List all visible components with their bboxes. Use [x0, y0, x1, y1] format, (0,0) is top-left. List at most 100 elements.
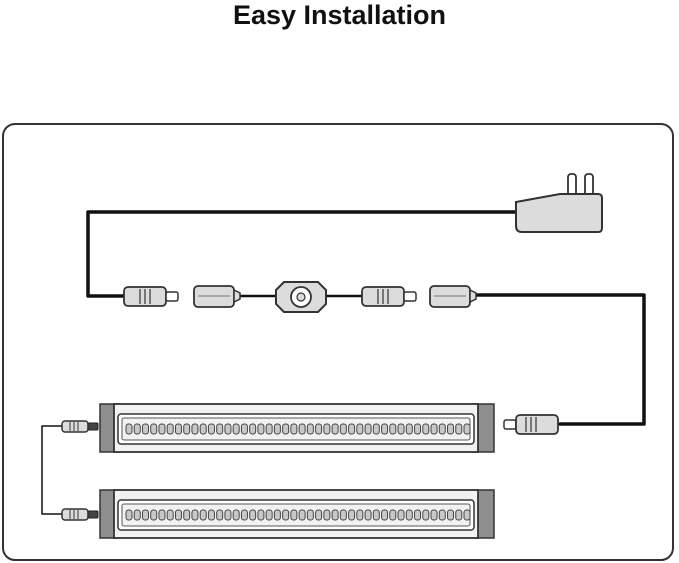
- adapter-cable: [86, 210, 518, 298]
- led-chip: [199, 509, 207, 521]
- page-title: Easy Installation: [232, 0, 447, 30]
- led-chip: [414, 423, 422, 435]
- led-chip: [183, 509, 191, 521]
- led-chip: [405, 423, 413, 435]
- adapter-prong-left: [567, 173, 577, 197]
- led-chip: [463, 509, 471, 521]
- led-chip: [282, 423, 290, 435]
- led-chip: [125, 423, 133, 435]
- led-chip: [331, 509, 339, 521]
- led-chip: [339, 509, 347, 521]
- led-chip: [315, 423, 323, 435]
- led-chip: [282, 509, 290, 521]
- led-chip: [150, 423, 158, 435]
- led-chip: [447, 509, 455, 521]
- led-chip: [150, 509, 158, 521]
- led-chip: [224, 423, 232, 435]
- led-chip: [249, 423, 257, 435]
- dc-male-plug: [361, 286, 417, 307]
- led-chip: [166, 423, 174, 435]
- adapter-prong-right: [584, 173, 594, 197]
- led-chip: [315, 509, 323, 521]
- led-chip: [240, 509, 248, 521]
- link-plug-bottom: [61, 508, 99, 521]
- led-chip: [422, 423, 430, 435]
- led-chip: [381, 423, 389, 435]
- led-chip: [306, 423, 314, 435]
- led-chip: [141, 423, 149, 435]
- led-chip: [397, 509, 405, 521]
- led-chip: [405, 509, 413, 521]
- led-chip: [348, 509, 356, 521]
- led-chip: [158, 509, 166, 521]
- led-chip: [306, 509, 314, 521]
- led-chip: [372, 509, 380, 521]
- power-adapter: [515, 173, 603, 233]
- bar-feed-cable: [470, 293, 646, 426]
- led-chip: [257, 423, 265, 435]
- led-chip: [216, 509, 224, 521]
- led-chip: [191, 509, 199, 521]
- led-chip: [323, 509, 331, 521]
- led-chip: [158, 423, 166, 435]
- led-chip: [265, 423, 273, 435]
- led-chip: [455, 423, 463, 435]
- dc-female-socket: [193, 285, 241, 308]
- led-chip: [174, 509, 182, 521]
- led-bar: [99, 403, 495, 453]
- led-chip: [339, 423, 347, 435]
- led-chip: [249, 509, 257, 521]
- dc-male-plug: [123, 286, 179, 307]
- led-chip: [125, 509, 133, 521]
- adapter-body: [515, 193, 603, 233]
- led-chip: [372, 423, 380, 435]
- led-chip: [133, 509, 141, 521]
- led-chip: [273, 423, 281, 435]
- led-chip: [290, 509, 298, 521]
- led-chip: [240, 423, 248, 435]
- led-chip: [174, 423, 182, 435]
- led-chip: [364, 423, 372, 435]
- led-chip: [207, 509, 215, 521]
- led-chip: [199, 423, 207, 435]
- led-chip: [191, 423, 199, 435]
- led-chip: [455, 509, 463, 521]
- led-chip: [447, 423, 455, 435]
- led-chip: [430, 423, 438, 435]
- led-chip: [414, 509, 422, 521]
- link-plug-top: [61, 420, 99, 433]
- led-chip: [232, 509, 240, 521]
- led-chip: [290, 423, 298, 435]
- led-chip: [430, 509, 438, 521]
- led-chip: [232, 423, 240, 435]
- led-bars: [99, 403, 495, 539]
- led-chip: [224, 509, 232, 521]
- inline-dimmer: [275, 281, 327, 313]
- led-chip: [183, 423, 191, 435]
- led-chip: [273, 509, 281, 521]
- led-chip: [356, 509, 364, 521]
- bar-link-cable: [41, 425, 63, 515]
- led-chip: [216, 423, 224, 435]
- led-chip: [364, 509, 372, 521]
- led-chip: [438, 423, 446, 435]
- led-chip: [348, 423, 356, 435]
- led-chip: [257, 509, 265, 521]
- led-chip: [422, 509, 430, 521]
- led-bar: [99, 489, 495, 539]
- led-chip: [389, 423, 397, 435]
- led-chip: [463, 423, 471, 435]
- led-chip: [298, 509, 306, 521]
- dc-female-socket: [429, 285, 477, 308]
- led-chip: [141, 509, 149, 521]
- led-chip: [298, 423, 306, 435]
- led-chip: [265, 509, 273, 521]
- wiring: [41, 210, 646, 515]
- led-chip: [389, 509, 397, 521]
- led-chip: [166, 509, 174, 521]
- led-chip: [381, 509, 389, 521]
- led-chip: [331, 423, 339, 435]
- led-chip: [438, 509, 446, 521]
- led-chip: [356, 423, 364, 435]
